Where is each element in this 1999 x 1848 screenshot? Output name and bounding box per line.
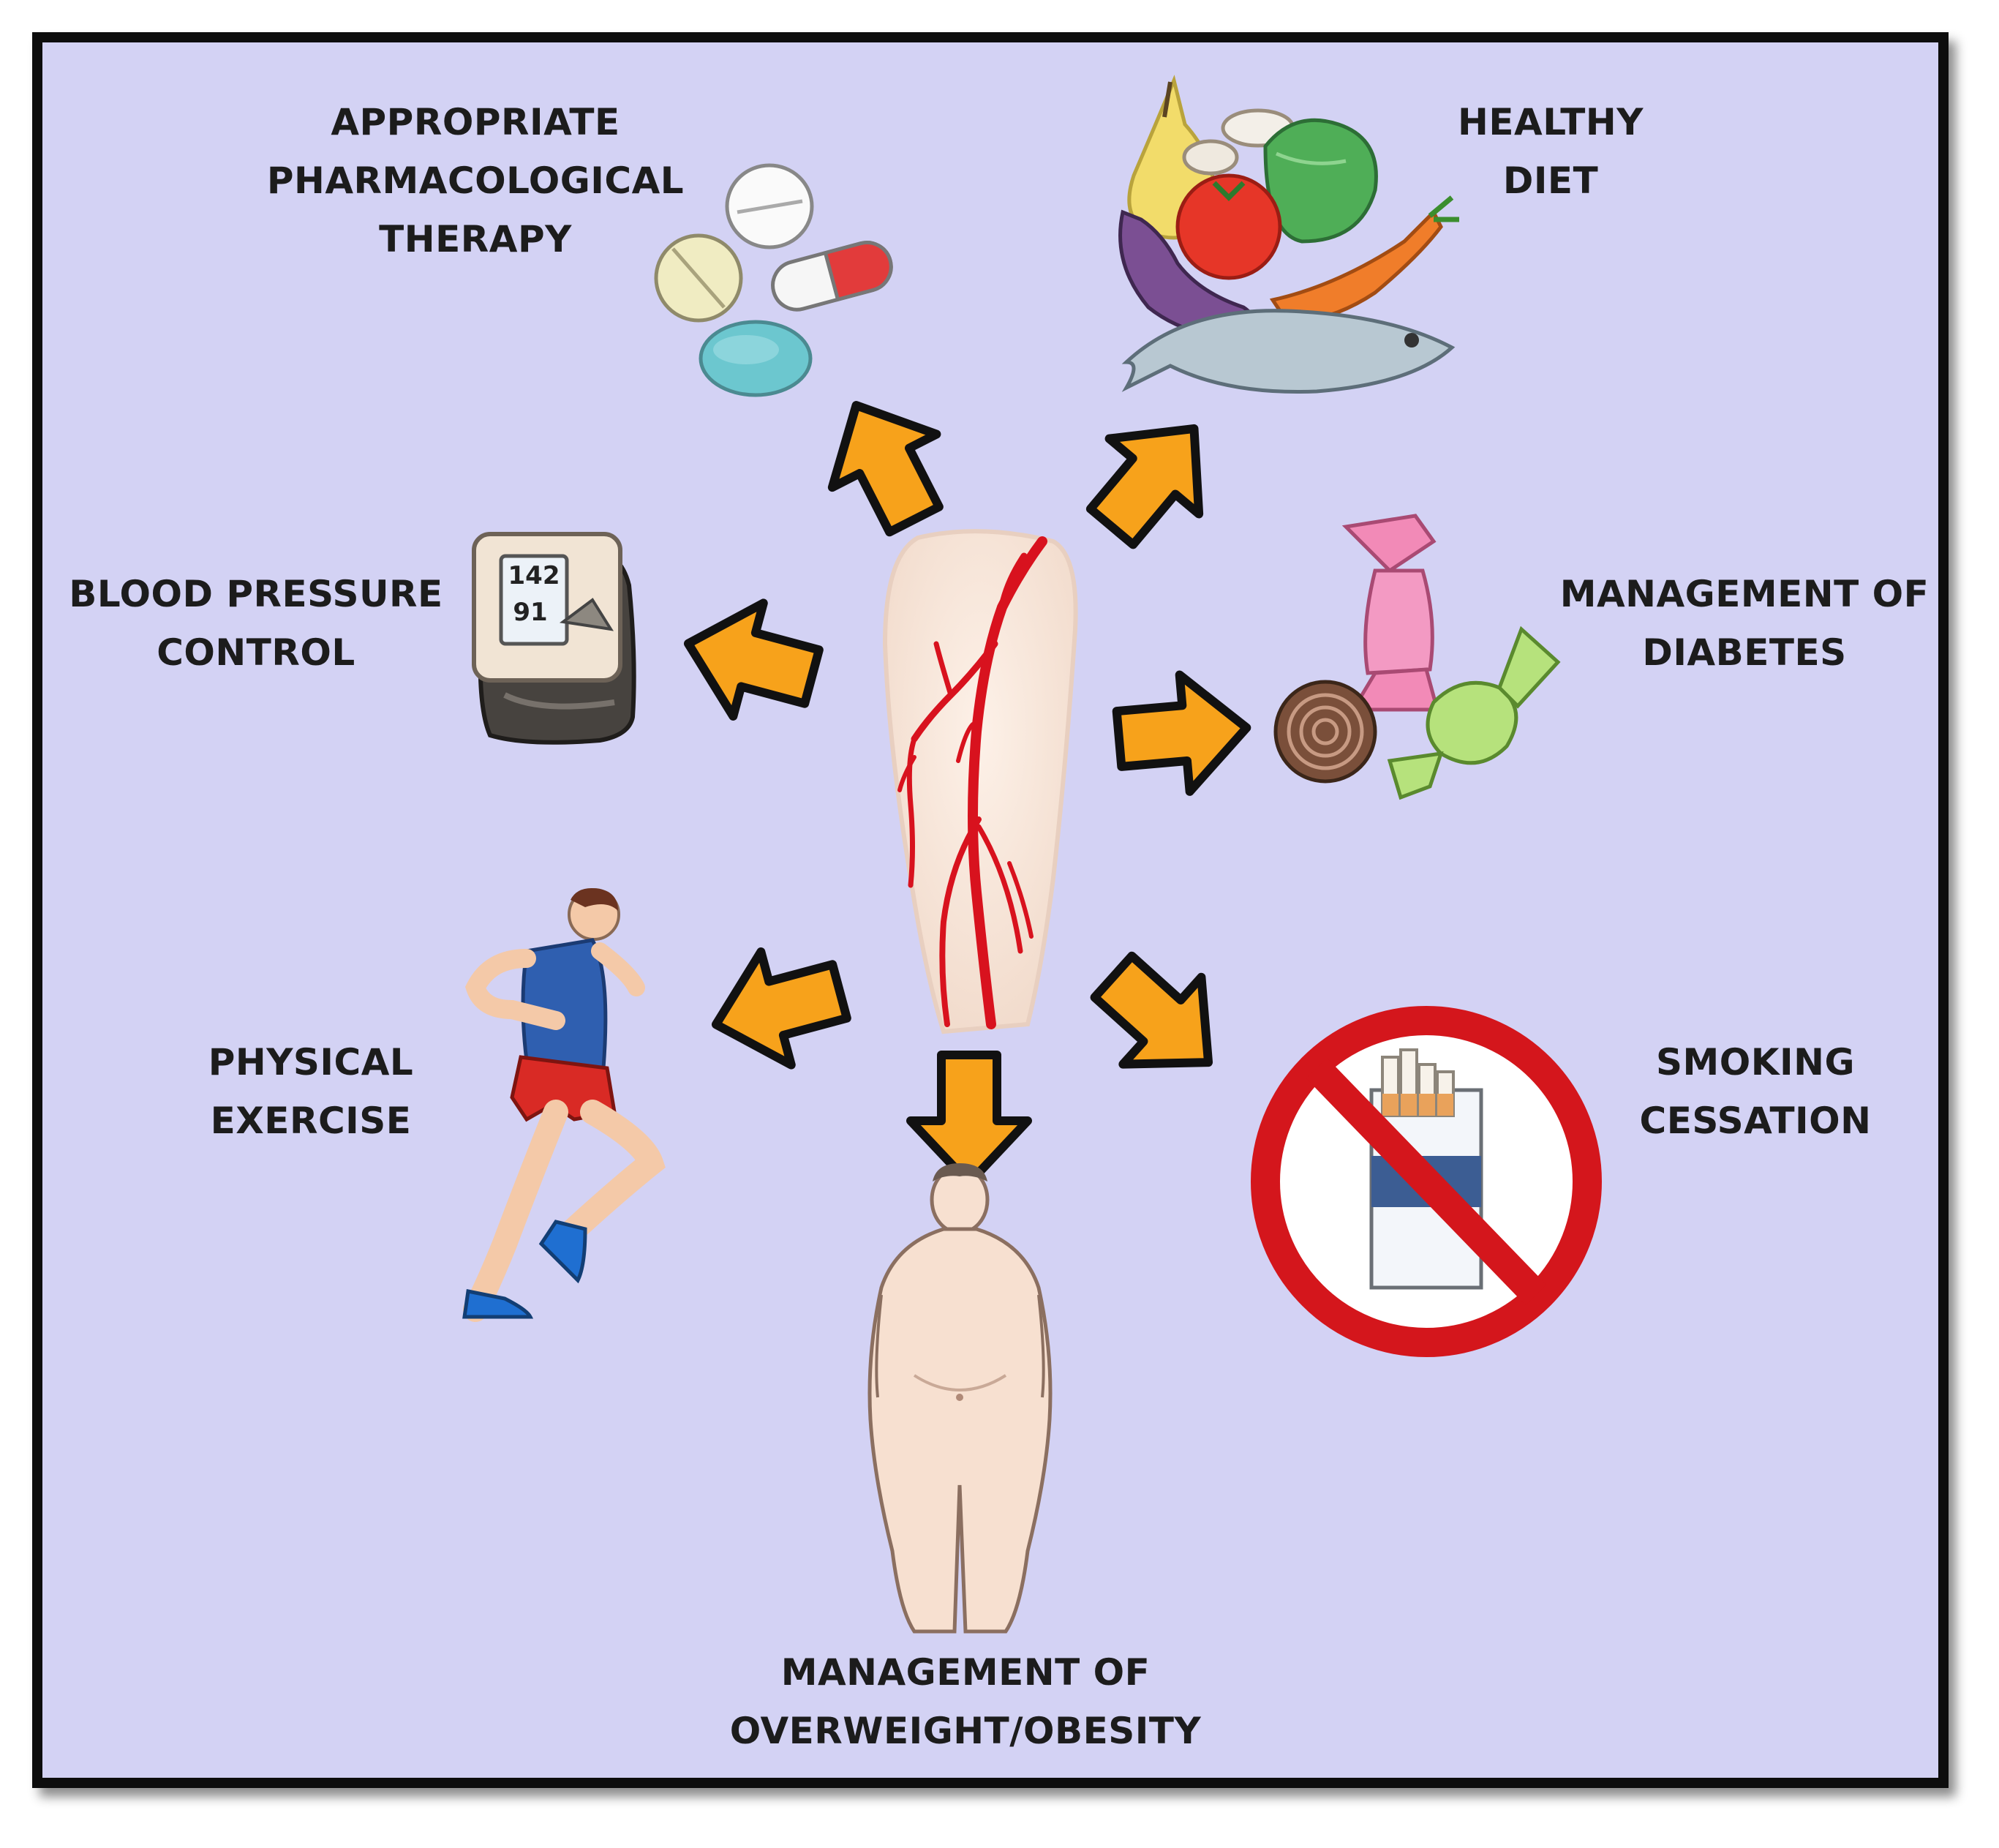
candy-icon xyxy=(1273,514,1561,800)
runner-icon xyxy=(462,888,666,1322)
arrow-to-healthy-diet xyxy=(1067,391,1239,565)
blood-pressure-monitor-icon xyxy=(472,532,636,745)
arrow-to-management-of-diabetes xyxy=(1114,669,1251,797)
food-basket-icon xyxy=(1118,75,1459,394)
pills-icon xyxy=(654,163,893,397)
no-smoking-icon xyxy=(1251,1006,1602,1357)
obese-person-icon xyxy=(867,1163,1053,1634)
arrow-to-physical-exercise xyxy=(701,935,854,1081)
arrow-to-blood-pressure-control xyxy=(673,587,827,733)
bp-diastolic-value: 91 xyxy=(513,598,547,627)
bp-systolic-value: 142 xyxy=(508,561,560,590)
arrow-to-management-of-obesity xyxy=(911,1055,1028,1183)
arrow-to-pharmacological-therapy xyxy=(804,379,966,546)
leg-artery-illustration xyxy=(882,529,1078,1034)
arrow-to-smoking-cessation xyxy=(1074,934,1247,1106)
